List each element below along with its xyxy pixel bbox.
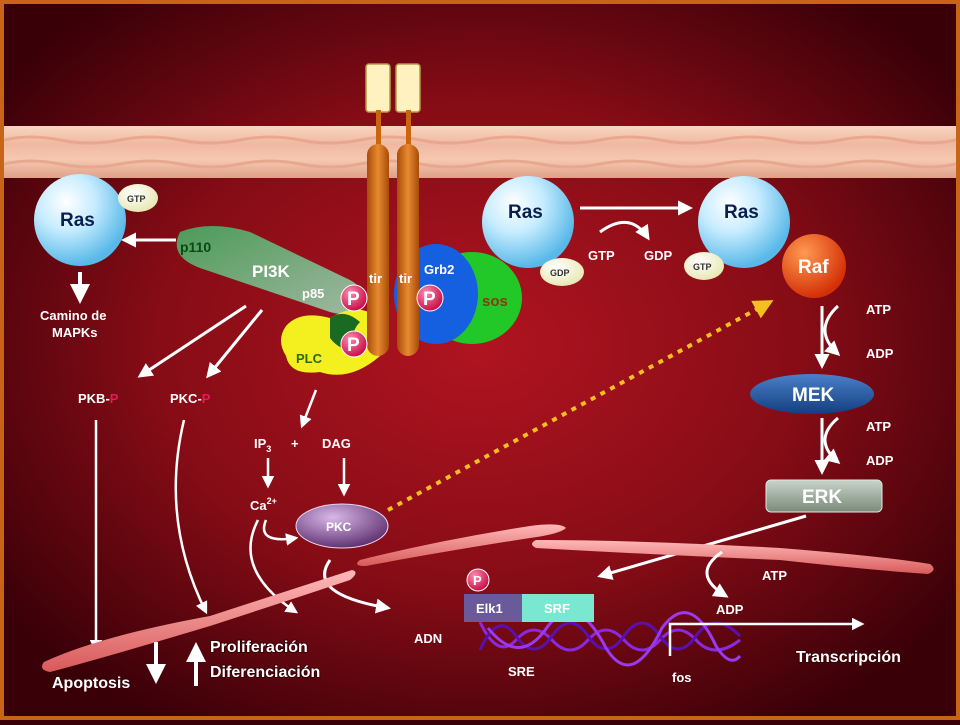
grb2-label: Grb2 bbox=[424, 262, 454, 277]
sre-label: SRE bbox=[508, 664, 535, 679]
tir-label-right: tir bbox=[399, 271, 412, 286]
arrow-gtp-gdp-exchange bbox=[599, 221, 650, 241]
phospho-circle-3: P bbox=[340, 330, 368, 358]
arrow-pkc-to-proliferation bbox=[174, 419, 208, 615]
elk1-label: Elk1 bbox=[476, 601, 503, 616]
arrow-to-pkc-p bbox=[206, 309, 264, 379]
erk-protein bbox=[765, 479, 883, 513]
gtp-exchange-label: GTP bbox=[588, 248, 615, 263]
camino-label-1: Camino de bbox=[40, 308, 106, 323]
pi3k-label: PI3K bbox=[252, 262, 291, 281]
pkb-label: PKB-P bbox=[78, 391, 119, 406]
dag-label: DAG bbox=[322, 436, 351, 451]
ras-sphere-center bbox=[482, 176, 574, 268]
receptor-extracellular bbox=[365, 63, 421, 150]
gtp-label-right: GTP bbox=[693, 262, 712, 272]
svg-text:P: P bbox=[347, 289, 360, 310]
gdp-badge-center bbox=[540, 258, 584, 286]
ras-label-center: Ras bbox=[508, 202, 543, 223]
erk-label: ERK bbox=[802, 487, 842, 508]
pi3k-complex bbox=[176, 226, 363, 314]
fos-label: fos bbox=[672, 670, 692, 685]
srf-label: SRF bbox=[544, 601, 570, 616]
svg-text:P: P bbox=[347, 335, 360, 356]
ras-label-right: Ras bbox=[724, 202, 759, 223]
phospho-circle-1: P bbox=[340, 284, 368, 312]
pkc-protein bbox=[295, 503, 389, 549]
svg-text:P: P bbox=[473, 573, 482, 588]
nuclear-membrane-right bbox=[532, 540, 934, 574]
sos-label: sos bbox=[482, 293, 508, 310]
adp-label-2: ADP bbox=[866, 453, 894, 468]
phospho-circle-2: P bbox=[416, 284, 444, 312]
pkc-p-label: PKC-P bbox=[170, 391, 211, 406]
svg-text:P: P bbox=[423, 289, 436, 310]
adp-label-3: ADP bbox=[716, 602, 744, 617]
receptor-rods bbox=[367, 144, 419, 356]
camino-label-2: MAPKs bbox=[52, 325, 98, 340]
gtp-badge-left bbox=[118, 184, 158, 212]
diferenciacion-label: Diferenciación bbox=[210, 664, 320, 681]
arrow-to-pkb bbox=[137, 304, 247, 378]
gtp-label-left: GTP bbox=[127, 194, 146, 204]
arrow-ca-to-pkc bbox=[262, 519, 299, 546]
arrow-pkc-to-adn bbox=[323, 559, 391, 614]
ras-label-left: Ras bbox=[60, 210, 95, 231]
gdp-label-center: GDP bbox=[550, 268, 570, 278]
nuclear-membrane-mid bbox=[357, 524, 566, 566]
ip3-label: IP3 bbox=[254, 436, 271, 454]
arrow-atp-adp-3 bbox=[705, 550, 729, 598]
ras-sphere-left bbox=[34, 174, 126, 266]
atp-label-3: ATP bbox=[762, 568, 787, 583]
proliferacion-label: Proliferación bbox=[210, 639, 308, 656]
pkc-label: PKC bbox=[326, 520, 352, 534]
raf-sphere bbox=[782, 234, 846, 298]
raf-label: Raf bbox=[798, 257, 829, 278]
p110-label: p110 bbox=[180, 239, 211, 255]
gdp-exchange-label: GDP bbox=[644, 248, 673, 263]
arrow-atp-adp-2 bbox=[823, 416, 841, 464]
ras-sphere-right bbox=[698, 176, 790, 268]
ca-label: Ca2+ bbox=[250, 496, 277, 513]
arrow-plc-to-ip3 bbox=[299, 389, 318, 429]
srf-box bbox=[522, 594, 594, 622]
plus-label: + bbox=[291, 436, 299, 451]
adp-label-1: ADP bbox=[866, 346, 894, 361]
p85-label: p85 bbox=[302, 286, 324, 301]
mek-protein bbox=[750, 374, 874, 414]
dna-helix bbox=[478, 610, 742, 667]
arrow-ca-to-nucleus bbox=[249, 519, 299, 614]
atp-label-1: ATP bbox=[866, 302, 891, 317]
atp-label-2: ATP bbox=[866, 419, 891, 434]
adn-label: ADN bbox=[414, 631, 442, 646]
phospho-circle-elk1: P bbox=[466, 568, 490, 592]
apoptosis-label: Apoptosis bbox=[52, 675, 130, 692]
gtp-badge-right bbox=[684, 252, 724, 280]
elk1-box bbox=[464, 594, 522, 622]
transcripcion-label: Transcripción bbox=[796, 649, 901, 666]
cell-membrane bbox=[3, 126, 957, 178]
mek-label: MEK bbox=[792, 385, 835, 406]
tir-label-left: tir bbox=[369, 271, 382, 286]
plc-label: PLC bbox=[296, 351, 323, 366]
arrow-transcription bbox=[668, 617, 865, 656]
arrow-atp-adp-1 bbox=[823, 304, 841, 357]
nuclear-membrane-left bbox=[42, 570, 356, 672]
